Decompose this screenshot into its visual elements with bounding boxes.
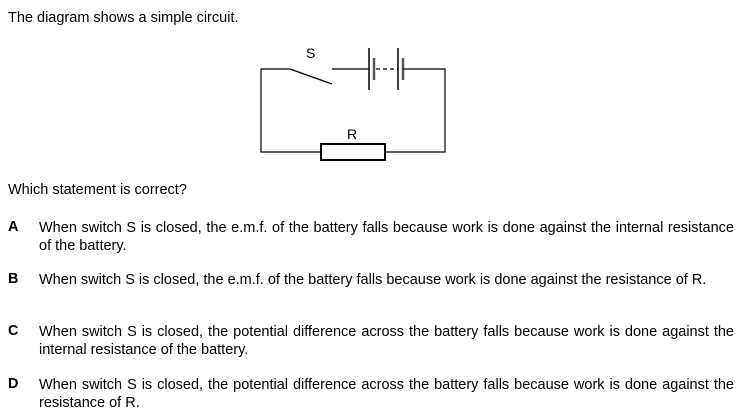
switch-s <box>289 68 333 85</box>
question-text: Which statement is correct? <box>8 182 187 198</box>
wire-right <box>385 68 446 153</box>
wire-left <box>260 68 321 153</box>
option-text: When switch S is closed, the potential d… <box>39 324 734 358</box>
option-text: When switch S is closed, the potential d… <box>39 377 734 411</box>
option-text: When switch S is closed, the e.m.f. of t… <box>39 272 707 288</box>
resistor-r <box>320 143 386 161</box>
switch-label: S <box>306 45 315 61</box>
option-letter: D <box>8 376 19 392</box>
option-text: When switch S is closed, the e.m.f. of t… <box>39 220 734 254</box>
option-letter: A <box>8 219 19 235</box>
circuit-diagram: S R <box>260 45 446 161</box>
intro-text: The diagram shows a simple circuit. <box>8 10 239 26</box>
option-letter: B <box>8 271 19 287</box>
option-letter: C <box>8 323 19 339</box>
resistor-label: R <box>347 126 357 142</box>
